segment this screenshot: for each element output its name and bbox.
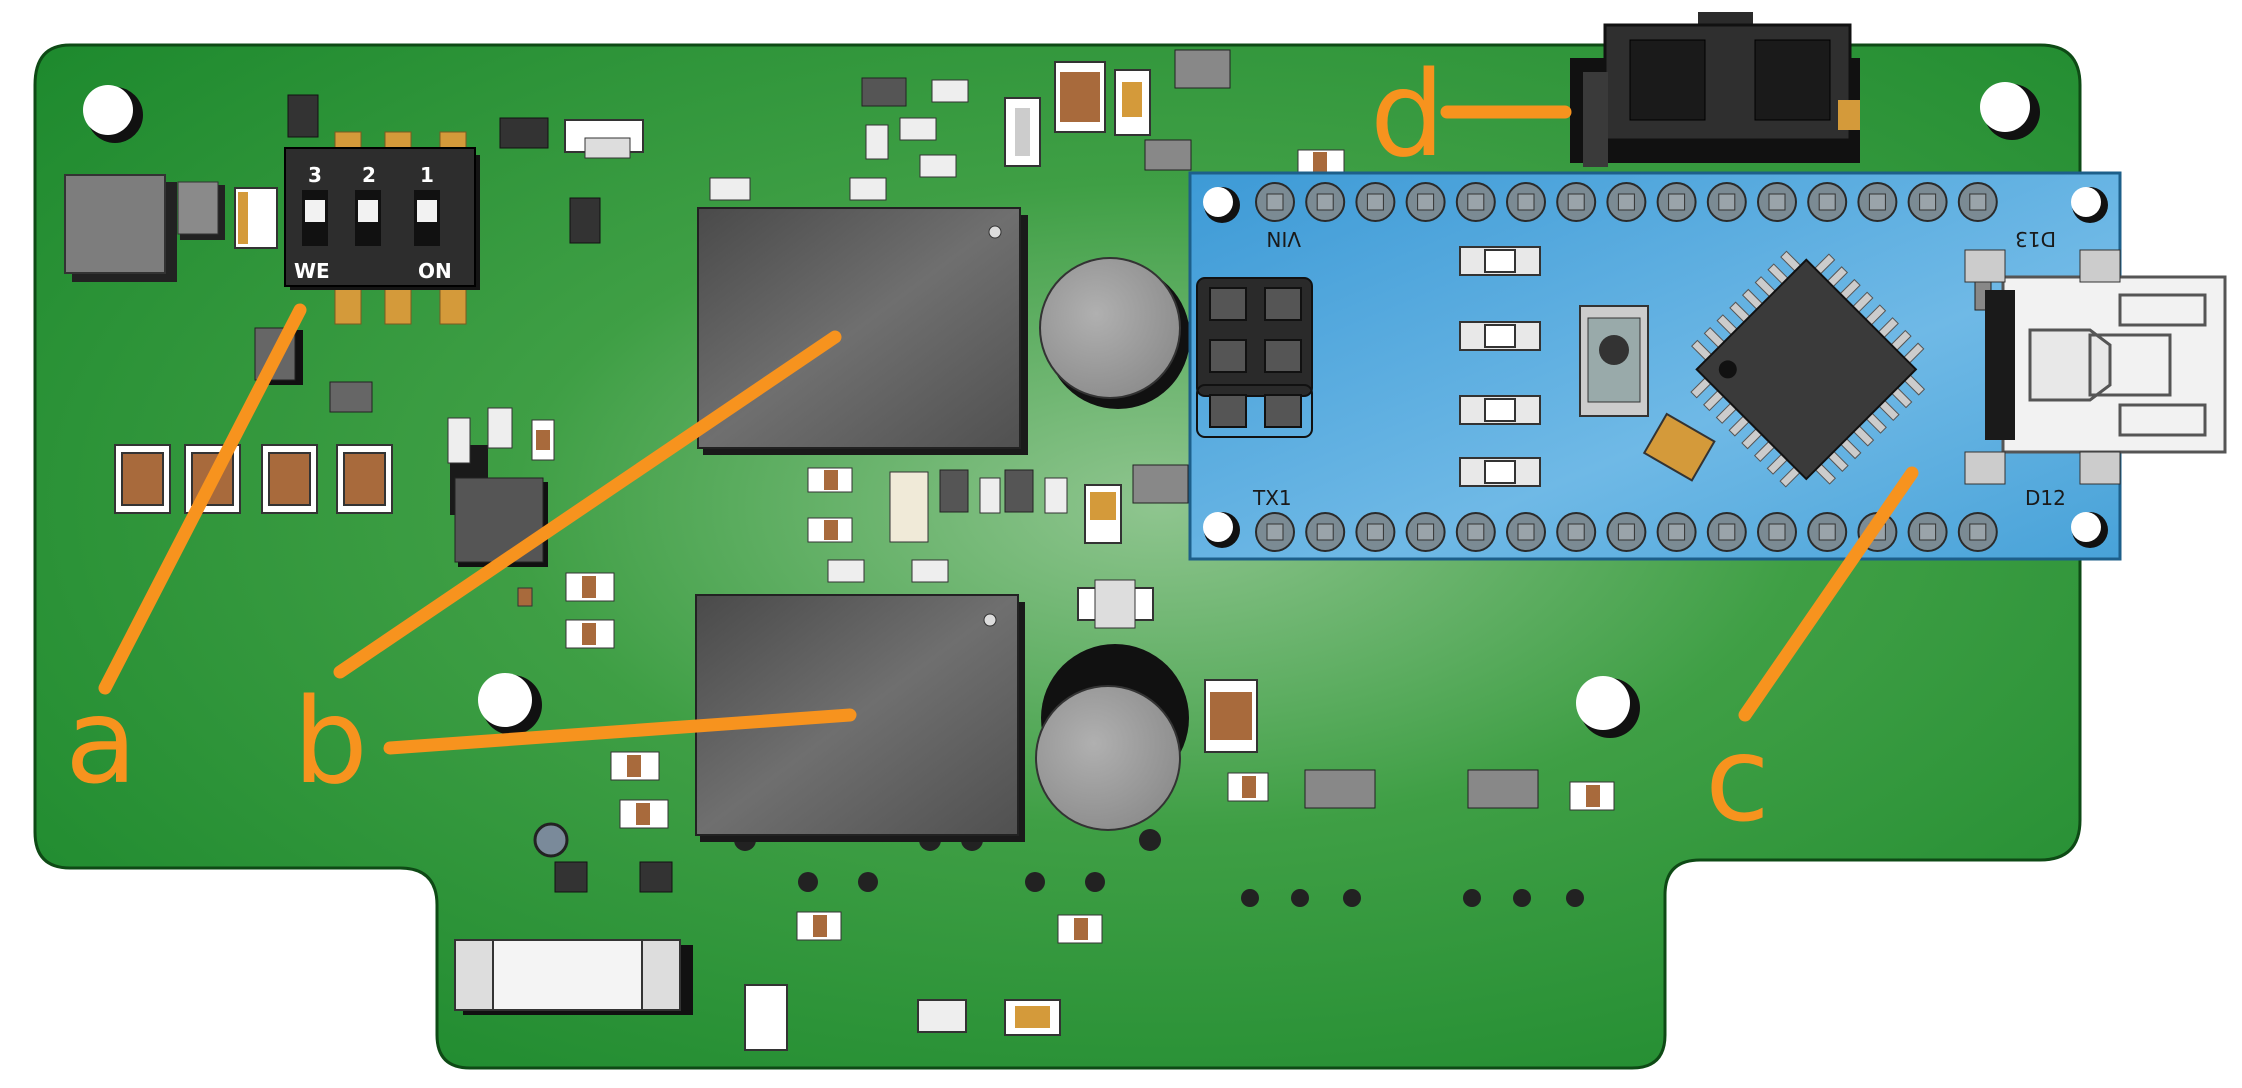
dip-on-label: ON	[418, 259, 452, 283]
electrolytic-caps	[1035, 257, 1190, 831]
header-pin-square	[1517, 193, 1535, 211]
label-d13: D13	[2015, 227, 2056, 251]
header-pin-square	[1567, 523, 1585, 541]
label-tx1: TX1	[1252, 486, 1292, 510]
header-pin-square	[1718, 193, 1736, 211]
header-pin-square	[1266, 193, 1284, 211]
header-pin-square	[1718, 523, 1736, 541]
label-vin: VIN	[1266, 227, 1301, 251]
arduino-nano: VIN D13 TX1 D12	[1188, 171, 2227, 561]
callout-line-c	[1738, 466, 1919, 722]
header-pin-square	[1818, 523, 1836, 541]
header-pin-square	[1417, 523, 1435, 541]
qfp-chip-icon	[1690, 250, 1926, 488]
center-components	[709, 49, 1615, 1036]
icsp-header	[1196, 277, 1313, 438]
dip-num-1: 1	[420, 163, 434, 187]
header-pins-bottom	[1255, 512, 1998, 552]
callout-label-b: b	[293, 672, 368, 810]
callout-label-d: d	[1370, 45, 1445, 183]
header-pin-square	[1316, 193, 1334, 211]
header-pin-square	[1969, 193, 1987, 211]
dip-switch: WE ON 3 2 1	[284, 131, 480, 325]
header-pin-square	[1567, 193, 1585, 211]
header-pin-square	[1668, 193, 1686, 211]
header-pin-square	[1417, 193, 1435, 211]
header-pin-square	[1868, 193, 1886, 211]
led-column	[1459, 246, 1541, 487]
label-d12: D12	[2025, 486, 2066, 510]
reset-button	[1579, 305, 1649, 417]
usb-mini-icon	[1964, 249, 2227, 485]
callout-label-a: a	[65, 672, 137, 810]
jst-connector	[1570, 12, 1860, 167]
header-pin-square	[1668, 523, 1686, 541]
header-pin-square	[1467, 193, 1485, 211]
callout-lines	[98, 105, 1919, 755]
header-pin-square	[1818, 193, 1836, 211]
header-pin-square	[1366, 523, 1384, 541]
callout-line-a	[98, 303, 307, 695]
header-pins-top	[1255, 182, 1998, 222]
header-pin-square	[1316, 523, 1334, 541]
header-pin-square	[1969, 523, 1987, 541]
header-pin-square	[1768, 193, 1786, 211]
header-pin-square	[1768, 523, 1786, 541]
header-pin-square	[1617, 523, 1635, 541]
dip-num-2: 2	[362, 163, 376, 187]
header-pin-square	[1467, 523, 1485, 541]
header-pin-square	[1266, 523, 1284, 541]
dip-num-3: 3	[308, 163, 322, 187]
header-pin-square	[1617, 193, 1635, 211]
header-pin-square	[1919, 523, 1937, 541]
header-pin-square	[1366, 193, 1384, 211]
header-pin-square	[1919, 193, 1937, 211]
callout-label-c: c	[1705, 710, 1770, 848]
callout-line-b2	[383, 708, 857, 755]
dip-brand: WE	[294, 259, 330, 283]
power-module-top	[697, 207, 1028, 455]
header-pin-square	[1517, 523, 1535, 541]
callout-line-b1	[333, 330, 842, 679]
